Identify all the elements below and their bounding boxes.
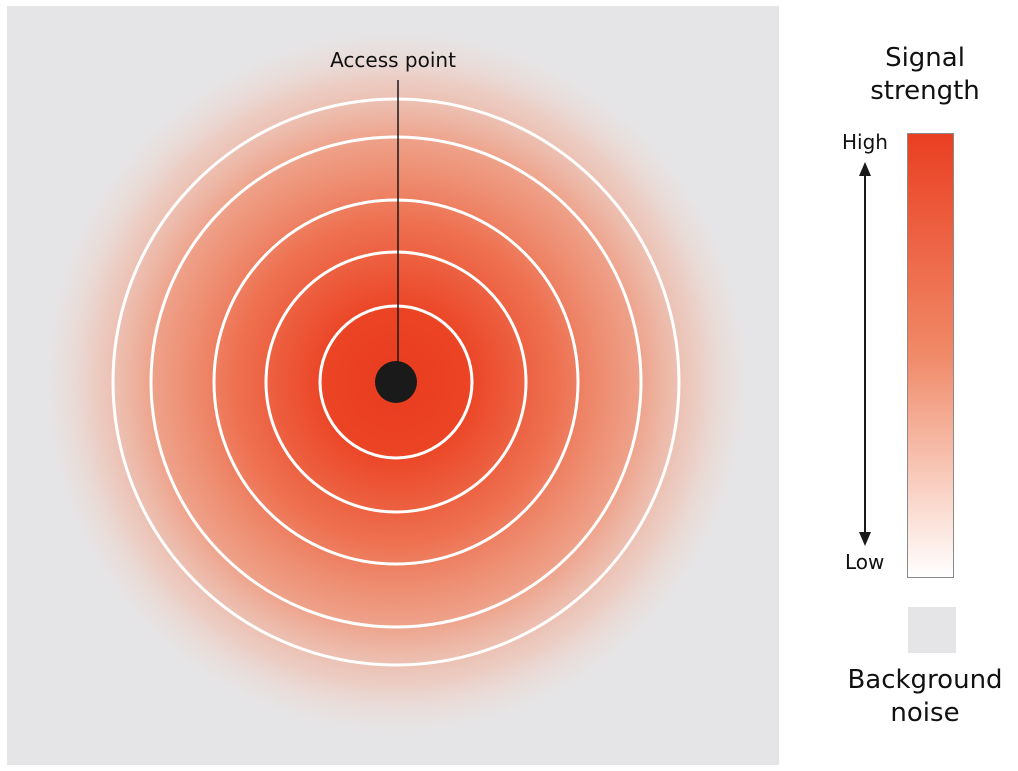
signal-map-panel: Access point: [7, 6, 779, 765]
signal-strength-gradient-bar: [907, 133, 954, 578]
double-arrow-vertical-icon: [859, 162, 871, 546]
scale-high-label: High: [842, 130, 888, 154]
noise-title-line2: noise: [890, 698, 960, 728]
signal-ring-4: [149, 135, 643, 629]
signal-ring-5: [111, 97, 681, 667]
signal-ring-2: [264, 250, 528, 514]
access-point-icon: [375, 361, 417, 403]
signal-strength-legend-title: Signal strength: [830, 42, 1018, 108]
signal-ring-3: [212, 198, 580, 566]
noise-title-line1: Background: [847, 665, 1003, 695]
signal-ring-1: [318, 304, 474, 460]
scale-low-label: Low: [845, 550, 885, 574]
signal-title-line1: Signal: [885, 43, 965, 73]
background-noise-legend-title: Background noise: [830, 664, 1018, 730]
background-noise-swatch: [908, 607, 956, 653]
signal-map: Access point: [7, 6, 779, 765]
signal-title-line2: strength: [870, 76, 980, 106]
access-point-label: Access point: [330, 48, 456, 72]
